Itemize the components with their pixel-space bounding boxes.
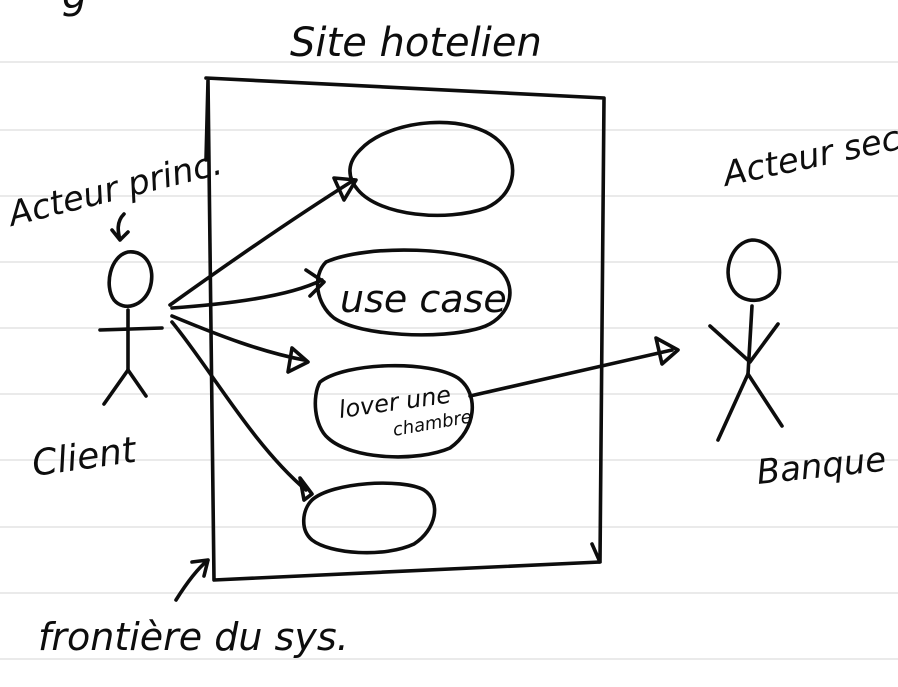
use-case-ellipse-1 <box>348 120 515 218</box>
use-case-ellipse-2 <box>315 248 512 337</box>
primary-label-pointer <box>110 212 130 242</box>
association-arrow-secondary <box>468 336 680 398</box>
secondary-actor-name: Banque <box>755 440 888 493</box>
secondary-actor-label: Acteur sec. <box>718 116 898 195</box>
use-case-label-2: use case <box>340 277 507 321</box>
system-title: Site hotelien <box>290 20 542 66</box>
primary-actor-label: Acteur princ. <box>3 143 227 235</box>
association-arrow-4 <box>170 320 314 502</box>
boundary-pointer <box>174 558 210 602</box>
boundary-label: frontière du sys. <box>38 615 349 659</box>
secondary-actor-figure <box>708 238 784 442</box>
association-arrow-1 <box>168 176 358 307</box>
use-case-ellipse-4 <box>301 481 437 555</box>
association-arrow-3 <box>170 314 310 374</box>
top-left-glyph: g <box>62 0 87 18</box>
association-arrow-2 <box>170 268 326 310</box>
primary-actor-figure <box>98 250 164 406</box>
system-boundary <box>204 76 606 582</box>
primary-actor-name: Client <box>30 430 141 485</box>
use-case-ellipse-3 <box>313 363 474 459</box>
